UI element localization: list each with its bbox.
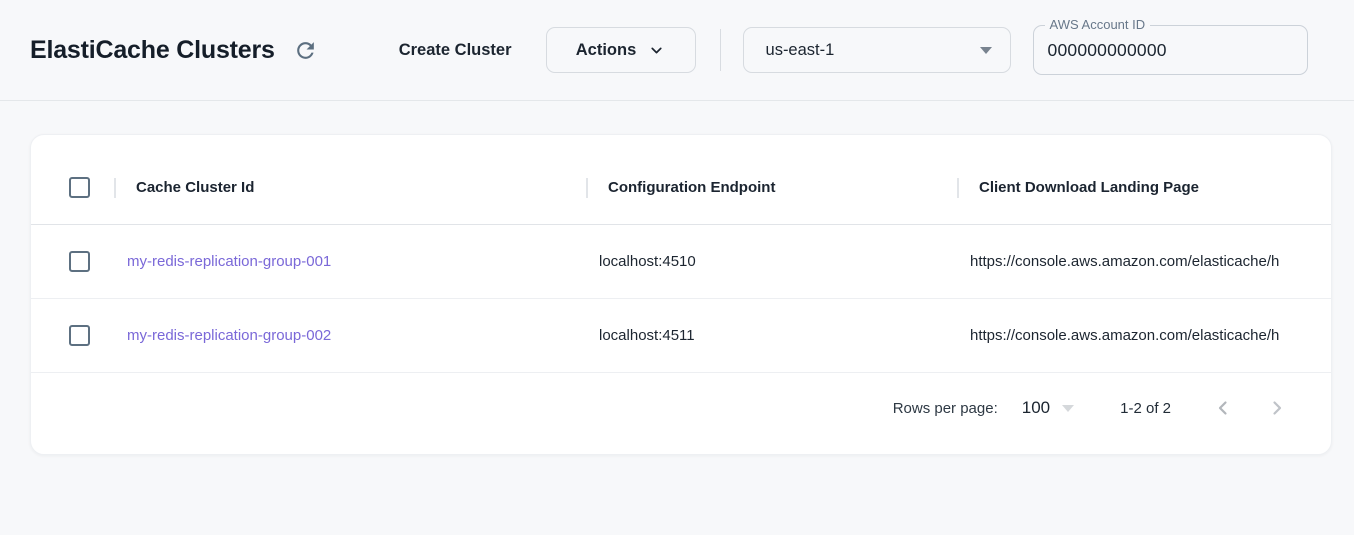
page-title: ElastiCache Clusters (30, 35, 275, 64)
refresh-button[interactable] (291, 35, 321, 65)
rows-per-page-value: 100 (1021, 398, 1051, 417)
actions-button[interactable]: Actions (545, 27, 696, 73)
column-header-client-download-landing-page[interactable]: Client Download Landing Page (957, 151, 1331, 224)
column-header-label: Cache Cluster Id (136, 179, 255, 196)
row-checkbox[interactable] (69, 251, 90, 272)
triangle-down-icon (1062, 404, 1075, 412)
column-header-cache-cluster-id[interactable]: Cache Cluster Id (114, 151, 586, 224)
row-checkbox[interactable] (69, 325, 90, 346)
rows-per-page-label: Rows per page: (892, 399, 998, 417)
cell-client-download-landing-page: https://console.aws.amazon.com/elasticac… (957, 299, 1331, 372)
aws-account-id-input[interactable] (1047, 39, 1293, 61)
column-header-label: Client Download Landing Page (979, 179, 1200, 196)
region-select-value: us-east-1 (765, 40, 835, 59)
top-bar: ElastiCache Clusters Create Cluster Acti… (0, 0, 1354, 101)
chevron-left-icon (1211, 396, 1235, 420)
endpoint-value: localhost:4510 (599, 253, 696, 270)
table-pagination: Rows per page: 100 1-2 of 2 (31, 373, 1331, 443)
cell-configuration-endpoint: localhost:4511 (586, 299, 957, 372)
row-checkbox-cell (31, 299, 114, 372)
create-cluster-button[interactable]: Create Cluster (398, 40, 512, 59)
endpoint-value: localhost:4511 (599, 327, 695, 344)
refresh-icon (293, 38, 318, 63)
column-separator (957, 177, 959, 198)
table-row: my-redis-replication-group-001 localhost… (31, 225, 1331, 299)
previous-page-button[interactable] (1203, 388, 1243, 428)
aws-account-id-label: AWS Account ID (1044, 17, 1151, 32)
rows-per-page-select[interactable]: 100 (1021, 398, 1075, 418)
select-all-checkbox[interactable] (69, 177, 90, 198)
table-row: my-redis-replication-group-002 localhost… (31, 299, 1331, 373)
actions-button-label: Actions (575, 40, 637, 59)
cell-cache-cluster-id: my-redis-replication-group-002 (114, 299, 586, 372)
clusters-table-card: Cache Cluster Id Configuration Endpoint … (30, 134, 1332, 455)
cell-configuration-endpoint: localhost:4510 (586, 225, 957, 298)
row-checkbox-cell (31, 225, 114, 298)
cell-cache-cluster-id: my-redis-replication-group-001 (114, 225, 586, 298)
cell-client-download-landing-page: https://console.aws.amazon.com/elasticac… (957, 225, 1331, 298)
toolbar-divider (719, 29, 721, 71)
landing-page-url: https://console.aws.amazon.com/elasticac… (970, 253, 1280, 270)
cluster-link[interactable]: my-redis-replication-group-001 (127, 253, 332, 270)
triangle-down-icon (979, 46, 992, 54)
chevron-down-icon (648, 42, 665, 59)
column-header-configuration-endpoint[interactable]: Configuration Endpoint (586, 151, 957, 224)
region-select[interactable]: us-east-1 (742, 27, 1011, 73)
chevron-right-icon (1265, 396, 1289, 420)
landing-page-url: https://console.aws.amazon.com/elasticac… (970, 327, 1280, 344)
column-header-label: Configuration Endpoint (608, 179, 776, 196)
header-checkbox-cell (31, 151, 114, 224)
aws-account-id-field[interactable]: AWS Account ID (1032, 17, 1308, 75)
table-header-row: Cache Cluster Id Configuration Endpoint … (31, 151, 1331, 225)
cluster-link[interactable]: my-redis-replication-group-002 (127, 327, 332, 344)
column-separator (114, 177, 116, 198)
next-page-button[interactable] (1257, 388, 1297, 428)
pagination-range-label: 1-2 of 2 (1120, 399, 1171, 417)
column-separator (586, 177, 588, 198)
